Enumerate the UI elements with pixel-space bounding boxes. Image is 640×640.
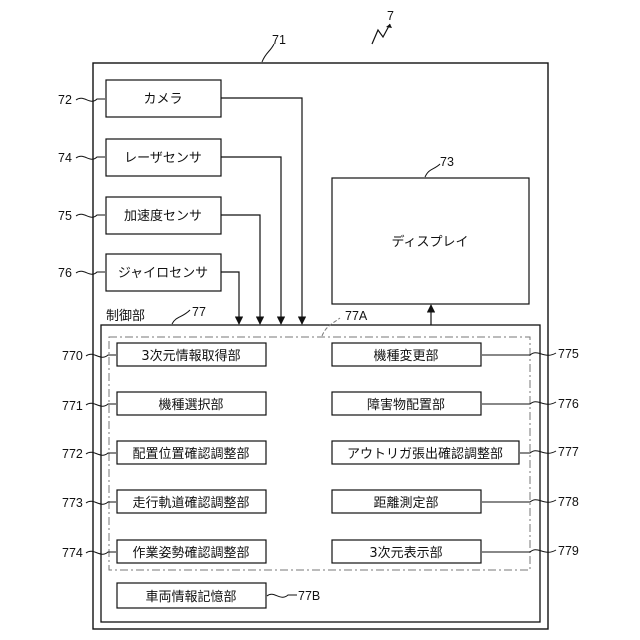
sensor-accelerometer-ref: 75 [58, 209, 72, 223]
unit-outrigger-adjustment: アウトリガ張出確認調整部 777 [332, 441, 579, 464]
sensor-laser: レーザセンサ 74 [58, 139, 221, 176]
sensor-connections [221, 98, 302, 324]
unit-placement-adjustment-label: 配置位置確認調整部 [132, 446, 249, 462]
sensor-camera-ref: 72 [58, 93, 72, 107]
controller-label: 制御部 [106, 309, 145, 324]
sensor-camera-label: カメラ [143, 92, 182, 107]
unit-vehicle-info-storage-label: 車両情報記憶部 [145, 589, 236, 605]
unit-3d-display: 3次元表示部 779 [332, 540, 579, 563]
unit-model-change: 機種変更部 775 [332, 343, 579, 366]
sensor-laser-label: レーザセンサ [124, 151, 202, 166]
unit-distance-measurement: 距離測定部 778 [332, 490, 579, 513]
unit-vehicle-info-storage: 車両情報記憶部 77B [117, 583, 320, 608]
unit-obstacle-placement: 障害物配置部 776 [332, 392, 579, 415]
camera-connection [221, 98, 302, 324]
gyroscope-connection [221, 272, 239, 324]
sensor-gyroscope-label: ジャイロセンサ [118, 266, 208, 281]
unit-model-selection-label: 機種選択部 [158, 397, 223, 413]
unit-travel-path-adjustment-label: 走行軌道確認調整部 [132, 495, 249, 511]
sensor-laser-ref: 74 [58, 151, 72, 165]
unit-3d-display-ref: 779 [558, 544, 579, 558]
unit-vehicle-info-storage-ref: 77B [298, 589, 320, 603]
unit-obstacle-placement-ref: 776 [558, 397, 579, 411]
display-block: ディスプレイ 73 [332, 155, 529, 304]
unit-3d-info-acquisition-label: 3次元情報取得部 [141, 348, 240, 364]
accelerometer-connection [221, 215, 260, 324]
controller-ref: 77 [192, 305, 206, 319]
processing-section-ref: 77A [345, 309, 368, 323]
unit-3d-info-acquisition-ref: 770 [62, 349, 83, 363]
unit-3d-display-label: 3次元表示部 [369, 545, 442, 561]
unit-placement-adjustment-ref: 772 [62, 447, 83, 461]
unit-model-change-label: 機種変更部 [373, 348, 438, 364]
unit-distance-measurement-ref: 778 [558, 495, 579, 509]
unit-model-change-ref: 775 [558, 347, 579, 361]
unit-model-selection-ref: 771 [62, 399, 83, 413]
figure-ref: 7 [372, 9, 394, 44]
sensor-camera: カメラ 72 [58, 80, 221, 117]
unit-obstacle-placement-label: 障害物配置部 [367, 397, 445, 413]
sensor-accelerometer: 加速度センサ 75 [58, 197, 221, 234]
display-label: ディスプレイ [391, 234, 468, 250]
unit-distance-measurement-label: 距離測定部 [373, 496, 438, 511]
laser-connection [221, 157, 281, 324]
sensor-accelerometer-label: 加速度センサ [124, 208, 202, 224]
unit-work-posture-adjustment-ref: 774 [62, 546, 83, 560]
device-frame-ref: 71 [272, 33, 286, 47]
unit-work-posture-adjustment-label: 作業姿勢確認調整部 [132, 545, 249, 561]
unit-outrigger-adjustment-ref: 777 [558, 445, 579, 459]
sensor-gyroscope-ref: 76 [58, 266, 72, 280]
unit-travel-path-adjustment-ref: 773 [62, 496, 83, 510]
figure-ref-number: 7 [387, 9, 394, 23]
sensor-gyroscope: ジャイロセンサ 76 [58, 254, 221, 291]
display-ref: 73 [440, 155, 454, 169]
unit-outrigger-adjustment-label: アウトリガ張出確認調整部 [347, 446, 503, 462]
